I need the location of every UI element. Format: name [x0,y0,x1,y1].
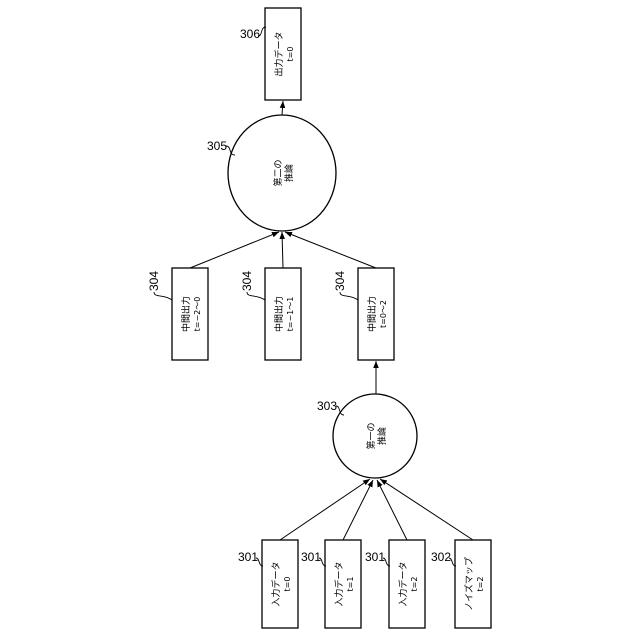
second-inference-ref: 305 [207,139,227,153]
second-inference-sub: 推論 [283,164,295,182]
edge-noise-to-first-inference [380,479,473,540]
intermediate-ref: 304 [240,271,254,291]
input-node-0: 入力データ t=0 301 [238,540,298,628]
intermediate-ref-leader [340,292,358,300]
input-time: t=1 [346,577,355,592]
input-time: t=2 [410,577,419,592]
intermediate-node-0: 中間出力 t=−2〜0 304 [147,268,208,360]
intermediate-label: 中間出力 [180,296,192,332]
noise-map-ref: 302 [431,550,451,564]
intermediate-ref-leader [154,292,172,300]
first-inference-sub: 推論 [376,427,388,445]
intermediate-node-1: 中間出力 t=−1〜1 304 [240,268,301,360]
first-inference-ref: 303 [317,399,337,413]
intermediate-label: 中間出力 [273,296,285,332]
first-inference-label: 第一の [365,422,377,449]
intermediate-ref: 304 [333,271,347,291]
input-node-1: 入力データ t=1 301 [301,540,361,628]
edge-input0-to-first-inference [280,479,370,540]
edge-second-inference-to-output [282,101,283,115]
input-ref: 301 [238,550,258,564]
edge-intermediate1-to-second-inference [282,232,283,268]
edge-intermediate0-to-second-inference [190,232,279,268]
input-ref: 301 [301,550,321,564]
intermediate-ref-leader [247,292,265,300]
intermediate-time: t=−2〜0 [193,297,202,332]
noise-map-node: ノイズマップ t=2 302 [431,540,491,628]
input-ref: 301 [365,550,385,564]
second-inference-node: 第二の 推論 305 [207,115,336,231]
noise-map-time: t=2 [476,577,485,592]
output-time: t=0 [286,47,295,62]
output-ref: 306 [240,27,260,41]
intermediate-label: 中間出力 [366,296,378,332]
input-node-2: 入力データ t=2 301 [365,540,425,628]
input-time: t=0 [283,577,292,592]
second-inference-label: 第二の [272,159,284,186]
input-label: 入力データ [333,561,345,606]
intermediate-time: t=−1〜1 [286,297,295,332]
input-label: 入力データ [270,561,282,606]
edge-intermediate2-to-second-inference [285,232,376,268]
edge-input2-to-first-inference [377,480,407,540]
intermediate-ref: 304 [147,271,161,291]
input-label: 入力データ [397,561,409,606]
noise-map-label: ノイズマップ [463,557,475,611]
edge-input1-to-first-inference [343,480,373,540]
intermediate-time: t=0〜2 [379,300,388,328]
intermediate-node-2: 中間出力 t=0〜2 304 [333,268,394,360]
first-inference-node: 第一の 推論 303 [317,394,417,478]
output-node: 出力データ t=0 306 [240,8,301,100]
output-label: 出力データ [273,31,285,76]
